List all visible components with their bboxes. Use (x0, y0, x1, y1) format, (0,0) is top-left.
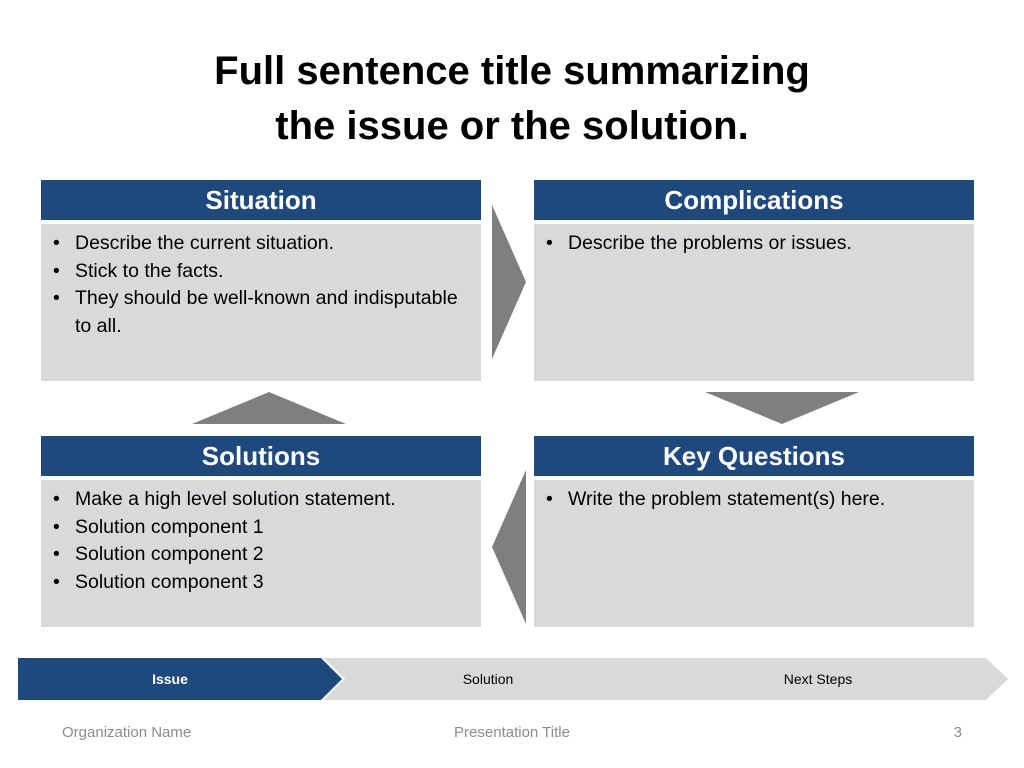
key-questions-body: Write the problem statement(s) here. (534, 480, 974, 627)
progress-step-solution-label: Solution (462, 671, 514, 687)
situation-body: Describe the current situation. Stick to… (41, 224, 481, 381)
footer-presentation-title: Presentation Title (454, 724, 570, 741)
solutions-heading: Solutions (41, 436, 481, 476)
solutions-bullet: Make a high level solution statement. (49, 486, 471, 514)
progress-step-solution-shape (324, 658, 652, 700)
footer-organization-name: Organization Name (62, 724, 192, 741)
progress-step-next-steps-label: Next Steps (783, 671, 853, 687)
situation-heading: Situation (41, 180, 481, 220)
arrow-up-icon (192, 392, 346, 424)
slide-title: Full sentence title summarizing the issu… (0, 44, 1024, 154)
progress-step-solution[interactable]: Solution (324, 658, 652, 700)
situation-bullet: Describe the current situation. (49, 230, 471, 258)
progress-step-issue[interactable]: Issue (18, 658, 342, 700)
solutions-bullet: Solution component 3 (49, 569, 471, 597)
situation-bullet: They should be well-known and indisputab… (49, 285, 471, 340)
arrow-down-icon (705, 392, 859, 424)
key-questions-heading: Key Questions (534, 436, 974, 476)
arrow-left-icon (492, 470, 526, 624)
slide-title-line-1: Full sentence title summarizing (214, 49, 810, 93)
solutions-panel: Solutions Make a high level solution sta… (41, 436, 481, 627)
situation-bullet: Stick to the facts. (49, 258, 471, 286)
solutions-bullet: Solution component 2 (49, 541, 471, 569)
key-questions-panel: Key Questions Write the problem statemen… (534, 436, 974, 627)
progress-step-next-steps-shape (628, 658, 1008, 700)
slide-title-line-2: the issue or the solution. (275, 104, 749, 148)
progress-step-next-steps[interactable]: Next Steps (628, 658, 1008, 700)
progress-step-issue-label: Issue (152, 671, 188, 687)
solutions-body: Make a high level solution statement. So… (41, 480, 481, 627)
key-questions-bullet: Write the problem statement(s) here. (542, 486, 964, 514)
situation-panel: Situation Describe the current situation… (41, 180, 481, 381)
footer-page-number: 3 (953, 724, 962, 741)
complications-panel: Complications Describe the problems or i… (534, 180, 974, 381)
progress-tracker: Issue Solution Next Steps (18, 658, 1008, 700)
complications-heading: Complications (534, 180, 974, 220)
solutions-bullet-list: Make a high level solution statement. So… (49, 486, 471, 596)
situation-bullet-list: Describe the current situation. Stick to… (49, 230, 471, 340)
complications-body: Describe the problems or issues. (534, 224, 974, 381)
arrow-right-icon (492, 205, 526, 359)
complications-bullet-list: Describe the problems or issues. (542, 230, 964, 258)
progress-step-issue-shape (18, 658, 342, 700)
solutions-bullet: Solution component 1 (49, 514, 471, 542)
key-questions-bullet-list: Write the problem statement(s) here. (542, 486, 964, 514)
complications-bullet: Describe the problems or issues. (542, 230, 964, 258)
